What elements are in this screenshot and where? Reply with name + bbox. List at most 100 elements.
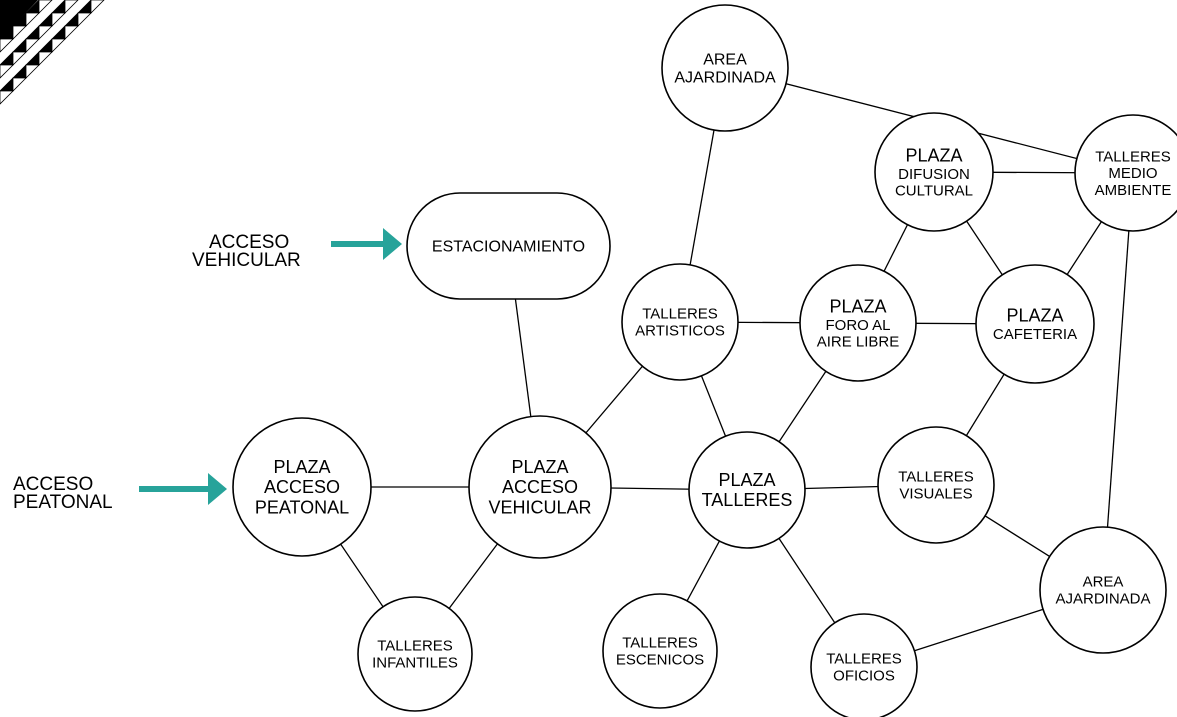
corner-pattern-triangle	[25, 25, 40, 40]
corner-pattern-triangle	[0, 64, 14, 79]
corner-pattern-triangle	[77, 25, 92, 40]
pedestrian-access-entry: ACCESO PEATONAL	[13, 473, 227, 513]
corner-pattern-triangle	[0, 51, 14, 66]
corner-pattern-triangle	[25, 77, 40, 92]
corner-pattern-triangle	[103, 103, 108, 112]
corner-pattern-triangle	[12, 38, 27, 53]
corner-pattern-triangle	[90, 64, 105, 79]
corner-pattern-triangle	[90, 38, 105, 53]
corner-pattern-triangle	[64, 77, 79, 92]
corner-pattern-triangle	[64, 64, 79, 79]
connection-line-talleres-medio-ambiente-to-area-ajardinada-bottom	[1102, 172, 1134, 591]
node-shape-talleres-escenicos	[602, 593, 718, 709]
node-shape-talleres-artisticos	[621, 263, 739, 381]
node-estacionamiento: ESTACIONAMIENTO	[406, 192, 611, 300]
corner-pattern-triangle	[64, 25, 79, 40]
corner-pattern-triangle	[0, 77, 14, 92]
corner-pattern-triangle	[12, 64, 27, 79]
corner-pattern-triangle	[51, 38, 66, 53]
corner-pattern-triangle	[38, 64, 53, 79]
corner-pattern-triangle	[77, 77, 92, 92]
corner-pattern-triangle	[64, 90, 79, 105]
corner-pattern-triangle	[103, 77, 108, 92]
corner-pattern-triangle	[51, 90, 66, 105]
corner-pattern-triangle	[77, 51, 92, 66]
node-shape-talleres-infantiles	[357, 596, 473, 712]
corner-pattern-triangle	[51, 12, 66, 27]
corner-pattern-triangle	[25, 103, 40, 112]
corner-pattern-triangle	[90, 51, 105, 66]
pedestrian-arrow-icon	[139, 473, 227, 505]
node-shape-plaza-acceso-peatonal	[232, 417, 372, 557]
corner-pattern-triangle	[103, 12, 108, 27]
corner-pattern-triangle	[103, 51, 108, 66]
corner-pattern-triangle	[25, 12, 40, 27]
node-shape-estacionamiento	[406, 192, 611, 300]
corner-pattern-triangle	[103, 0, 108, 14]
corner-pattern-triangle	[51, 64, 66, 79]
corner-pattern-triangle	[77, 0, 92, 14]
corner-pattern-triangle	[38, 51, 53, 66]
corner-pattern-triangle	[77, 103, 92, 112]
corner-pattern-triangle	[90, 25, 105, 40]
corner-pattern-triangle	[64, 103, 79, 112]
corner-pattern-triangle	[12, 51, 27, 66]
pedestrian-access-label: ACCESO PEATONAL	[13, 474, 113, 513]
corner-pattern-triangle	[25, 38, 40, 53]
corner-pattern-triangle	[0, 90, 14, 105]
node-shape-talleres-oficios	[810, 613, 918, 717]
corner-pattern-triangle	[103, 90, 108, 105]
corner-pattern-triangle	[64, 38, 79, 53]
corner-pattern-triangle	[0, 38, 14, 53]
corner-pattern-triangle	[103, 64, 108, 79]
corner-pattern-triangle	[77, 64, 92, 79]
diagonal-triangle-pattern-icon	[0, 0, 108, 112]
corner-pattern-triangle	[77, 38, 92, 53]
corner-pattern-triangle	[38, 90, 53, 105]
corner-pattern-triangle	[90, 77, 105, 92]
corner-pattern-triangle	[51, 103, 66, 112]
corner-pattern-triangle	[12, 90, 27, 105]
corner-pattern-triangle	[77, 90, 92, 105]
corner-pattern-triangle	[90, 0, 105, 14]
corner-pattern-triangle	[103, 38, 108, 53]
vehicular-access-entry: ACCESO VEHICULAR	[192, 228, 402, 271]
corner-pattern-triangle	[90, 12, 105, 27]
corner-pattern-triangle	[38, 77, 53, 92]
corner-pattern-triangle	[64, 0, 79, 14]
corner-pattern-triangle	[77, 12, 92, 27]
node-shape-plaza-cafeteria	[975, 264, 1095, 384]
corner-pattern-triangle	[51, 0, 66, 14]
corner-pattern-triangle	[51, 25, 66, 40]
node-label-estacionamiento: ESTACIONAMIENTO	[432, 238, 585, 255]
vehicular-access-label: ACCESO VEHICULAR	[192, 232, 301, 271]
corner-pattern-triangle	[64, 12, 79, 27]
corner-pattern-triangle	[38, 0, 53, 14]
corner-pattern-fill	[0, 0, 38, 40]
node-shape-plaza-talleres	[688, 431, 806, 549]
corner-pattern-triangle	[12, 103, 27, 112]
